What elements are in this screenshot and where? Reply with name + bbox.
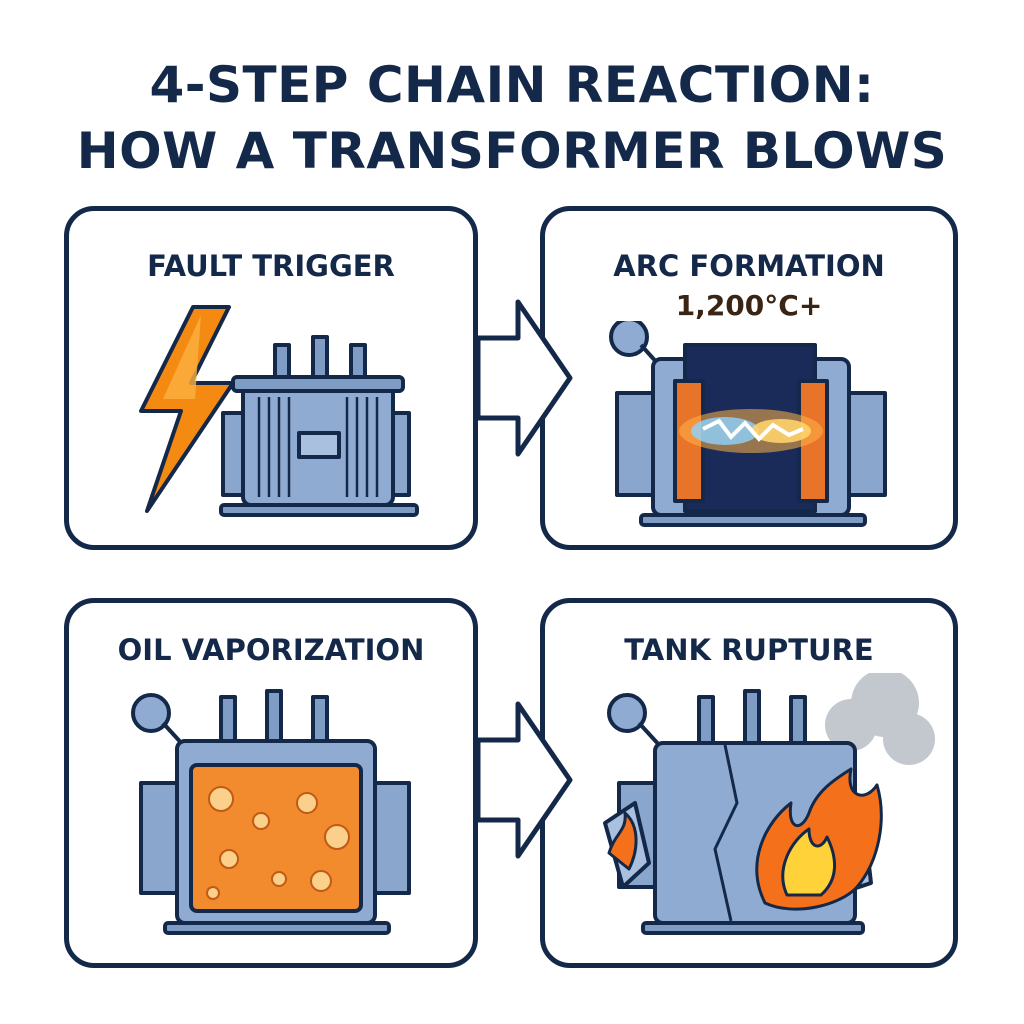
- title-line-2: HOW A TRANSFORMER BLOWS: [76, 122, 948, 180]
- lightning-bolt-icon: [139, 305, 235, 513]
- fire-explosion-icon: [607, 767, 883, 911]
- smoke-icon: [825, 673, 935, 765]
- boiling-oil-icon: [206, 786, 350, 900]
- page-title: 4-STEP CHAIN REACTION: HOW A TRANSFORMER…: [0, 52, 1024, 184]
- arrow-step-1-to-2: [475, 299, 573, 457]
- step-panel-tank-rupture: TANK RUPTURE: [540, 598, 958, 968]
- transformer-illustration-4: [603, 673, 935, 935]
- electric-arc-icon: [679, 409, 823, 453]
- step-title-tank-rupture: TANK RUPTURE: [624, 633, 874, 667]
- transformer-illustration-1: [139, 305, 419, 517]
- step-panel-arc-formation: ARC FORMATION 1,200°C+: [540, 206, 958, 550]
- step-panel-fault-trigger: FAULT TRIGGER: [64, 206, 478, 550]
- arrow-step-3-to-4: [475, 701, 573, 859]
- step-title-fault-trigger: FAULT TRIGGER: [147, 249, 395, 283]
- title-line-1: 4-STEP CHAIN REACTION:: [149, 56, 875, 114]
- step-panel-oil-vaporization: OIL VAPORIZATION: [64, 598, 478, 968]
- step-title-oil-vaporization: OIL VAPORIZATION: [117, 633, 425, 667]
- step-title-arc-formation: ARC FORMATION: [613, 249, 885, 283]
- transformer-icon: [219, 335, 419, 517]
- transformer-illustration-3: [131, 689, 411, 935]
- temperature-label: 1,200°C+: [675, 289, 823, 322]
- transformer-illustration-2: [609, 321, 887, 527]
